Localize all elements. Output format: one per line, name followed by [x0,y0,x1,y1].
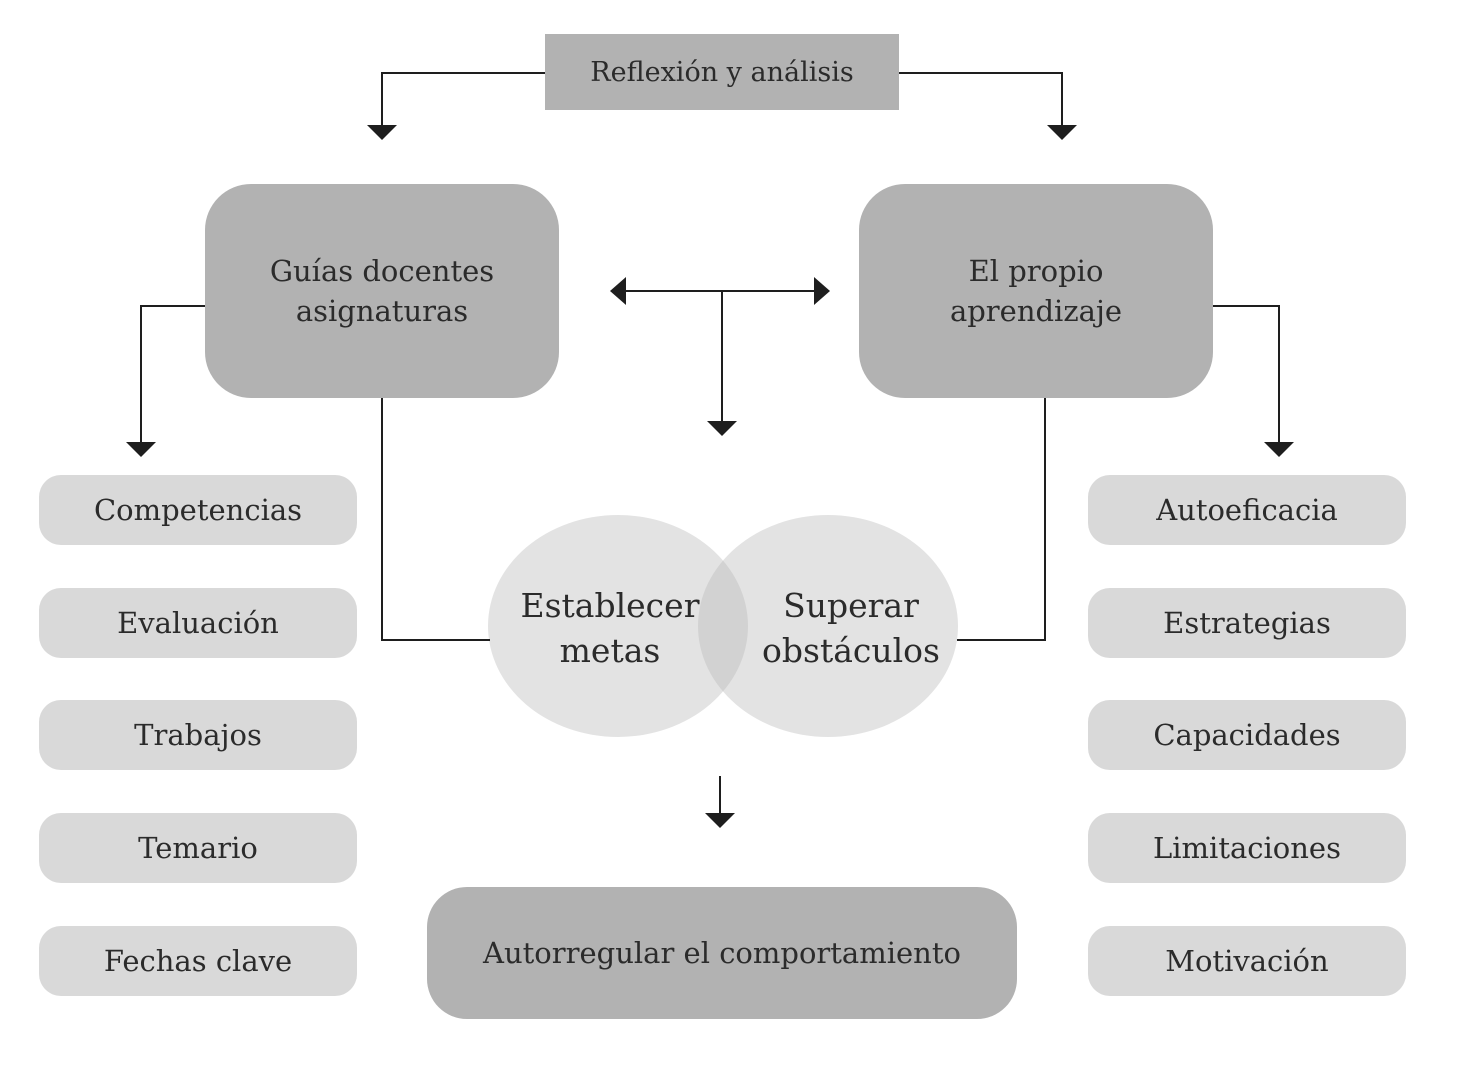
right-item-autoeficacia: Autoeficacia [1088,475,1406,545]
establecer-metas-label: Establecer metas [510,583,710,673]
left-item-trabajos: Trabajos [39,700,357,770]
autorregular-label: Autorregular el comportamiento [483,936,961,970]
right-item-estrategias: Estrategias [1088,588,1406,658]
guias-label-line2: asignaturas [295,294,469,328]
establecer-line2: metas [559,631,661,670]
superar-obstaculos-label: Superar obstáculos [748,583,954,673]
left-item-label: Trabajos [134,718,262,752]
arrowhead-center-down [707,421,737,436]
arrowhead-left-list [126,442,156,457]
right-item-label: Capacidades [1153,718,1341,752]
connector-left-main-to-list [140,305,205,444]
venn-circle-left [488,515,748,737]
propio-label-line1: El propio [968,254,1104,288]
right-item-label: Autoeficacia [1156,493,1338,527]
left-item-fechas-clave: Fechas clave [39,926,357,996]
right-item-capacidades: Capacidades [1088,700,1406,770]
right-item-label: Limitaciones [1153,831,1341,865]
left-item-label: Evaluación [117,606,279,640]
connector-top-to-left [381,72,545,126]
left-item-evaluacion: Evaluación [39,588,357,658]
propio-aprendizaje-box: El propio aprendizaje [859,184,1213,398]
connector-top-to-right [899,72,1063,126]
arrowhead-left-main [367,125,397,140]
reflexion-label: Reflexión y análisis [590,56,854,88]
right-item-motivacion: Motivación [1088,926,1406,996]
connector-right-main-to-list [1213,305,1280,444]
arrowhead-right-main [1047,125,1077,140]
right-item-limitaciones: Limitaciones [1088,813,1406,883]
establecer-line1: Establecer [520,586,700,625]
reflexion-box: Reflexión y análisis [545,34,899,110]
superar-line2: obstáculos [762,631,940,670]
connector-right-main-to-venn [957,398,1046,641]
guias-docentes-box: Guías docentes asignaturas [205,184,559,398]
propio-label-line2: aprendizaje [949,294,1123,328]
left-item-label: Temario [138,831,258,865]
right-item-label: Motivación [1165,944,1329,978]
autorregular-box: Autorregular el comportamiento [427,887,1017,1019]
connector-left-main-to-venn [381,398,490,641]
right-item-label: Estrategias [1163,606,1331,640]
arrowhead-center-left [610,277,626,305]
left-item-competencias: Competencias [39,475,357,545]
left-item-label: Fechas clave [103,944,293,978]
left-item-label: Competencias [93,493,303,527]
venn-circle-right [698,515,958,737]
arrowhead-right-list [1264,442,1294,457]
superar-line1: Superar [783,586,919,625]
left-item-temario: Temario [39,813,357,883]
guias-label-line1: Guías docentes [269,254,495,288]
arrowhead-center-right [814,277,830,305]
arrowhead-bottom [705,813,735,828]
